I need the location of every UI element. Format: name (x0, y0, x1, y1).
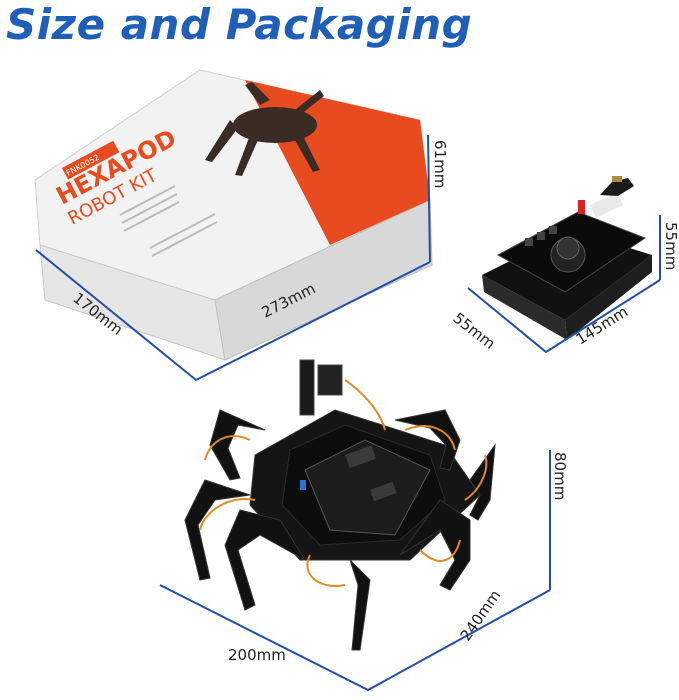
robot-height-label: 80mm (551, 452, 569, 500)
robot-dimension-lines (159, 450, 551, 692)
remote-controller (482, 176, 652, 340)
controller-height-label: 55mm (662, 222, 679, 270)
box-dimension-lines (35, 134, 431, 382)
product-box: FNK0052 HEXAPOD ROBOT KIT (34, 69, 433, 361)
controller-depth-label: 55mm (450, 309, 499, 353)
hexapod-robot (184, 359, 496, 651)
page-title: Size and Packaging (6, 0, 473, 49)
robot-width-label: 200mm (228, 646, 286, 664)
box-robot-image (205, 82, 324, 176)
robot-depth-label: 240mm (457, 587, 505, 645)
box-height-label: 61mm (431, 140, 449, 188)
controller-dimension-lines (467, 215, 661, 354)
box-badge-bg (61, 140, 120, 180)
